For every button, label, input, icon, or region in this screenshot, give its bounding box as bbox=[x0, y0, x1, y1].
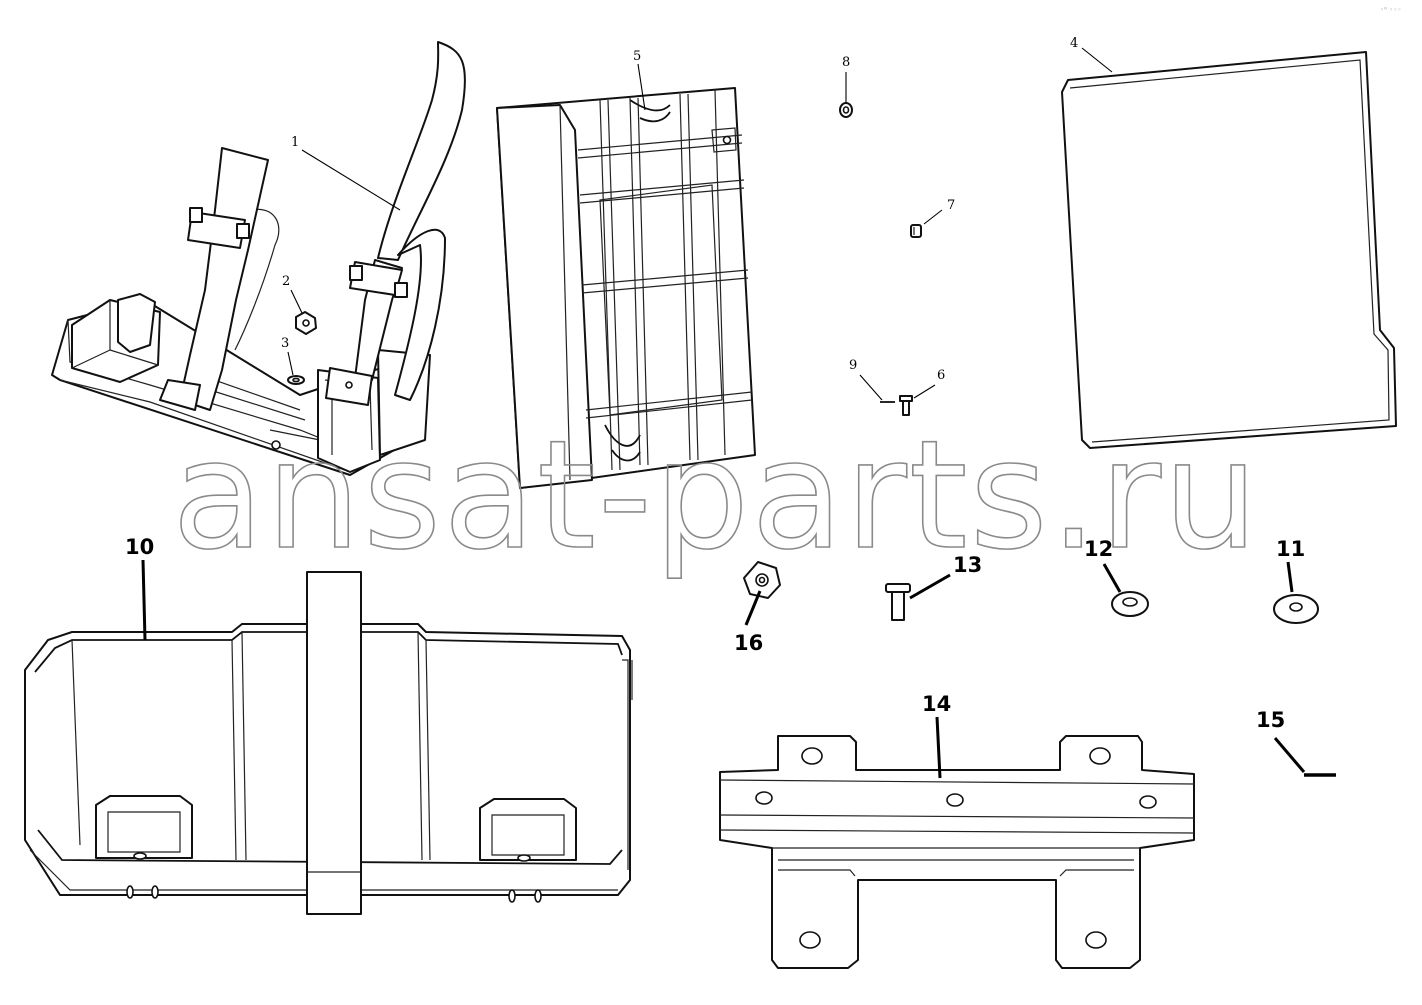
callout-12: 12 bbox=[1084, 537, 1113, 561]
part-12-washer bbox=[1111, 591, 1149, 617]
callout-4: 4 bbox=[1070, 36, 1078, 51]
callout-13: 13 bbox=[953, 553, 982, 577]
part-1-battery-tray-with-straps bbox=[51, 41, 466, 476]
part-7-small-nut bbox=[910, 224, 922, 238]
callout-10: 10 bbox=[125, 535, 154, 559]
callout-8: 8 bbox=[842, 55, 850, 70]
part-16-cage-nut bbox=[743, 561, 781, 599]
callout-7: 7 bbox=[947, 198, 955, 213]
callout-16: 16 bbox=[734, 631, 763, 655]
callout-1: 1 bbox=[291, 135, 299, 150]
callout-15: 15 bbox=[1256, 708, 1285, 732]
callout-2: 2 bbox=[282, 274, 290, 289]
part-11-washer bbox=[1273, 594, 1319, 624]
part-8-small-washer bbox=[839, 102, 853, 118]
part-13-bolt bbox=[885, 583, 911, 621]
part-6-small-screw bbox=[899, 395, 913, 416]
part-4-gasket-sheet bbox=[1061, 51, 1397, 449]
callout-3: 3 bbox=[281, 336, 289, 351]
callout-14: 14 bbox=[922, 692, 951, 716]
part-3-washer bbox=[287, 375, 305, 385]
part-10-battery-box bbox=[24, 571, 633, 915]
part-5-battery-cover bbox=[496, 87, 756, 489]
callout-11: 11 bbox=[1276, 537, 1305, 561]
part-2-flange-nut bbox=[295, 311, 317, 335]
callout-labels: 1 2 3 4 5 6 7 8 9 10 11 12 13 14 15 16 bbox=[125, 36, 1305, 732]
callout-5: 5 bbox=[633, 49, 641, 64]
callout-6: 6 bbox=[937, 368, 945, 383]
part-14-mounting-bracket bbox=[719, 735, 1195, 969]
corner-mark: ◦⁰ ◦◦◦ bbox=[1380, 6, 1402, 14]
callout-9: 9 bbox=[849, 358, 857, 373]
leader-lines bbox=[141, 47, 1306, 779]
watermark: ansat-parts.ru bbox=[172, 409, 1260, 583]
